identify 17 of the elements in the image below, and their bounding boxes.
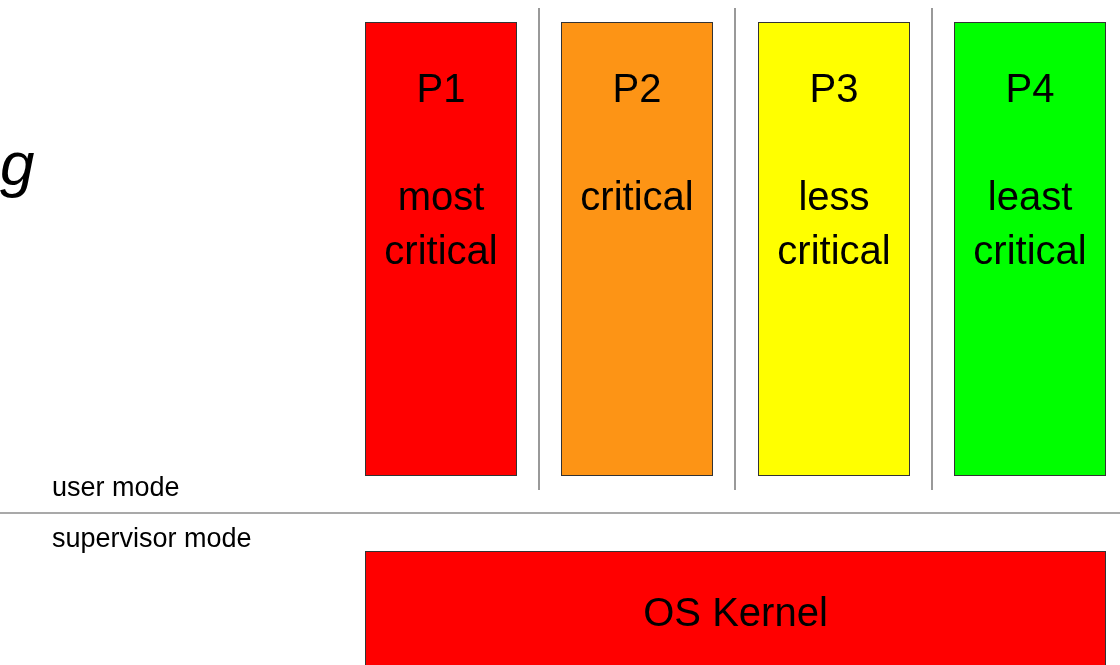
- kernel-box: [365, 551, 1106, 665]
- process-box: [758, 22, 910, 476]
- criticality-label: critical: [579, 173, 695, 220]
- heading-fragment: g: [0, 128, 35, 199]
- process-box: [365, 22, 517, 476]
- criticality-label: less critical: [776, 173, 892, 274]
- process-box: [561, 22, 713, 476]
- process-title: P2: [611, 65, 663, 112]
- criticality-label: most critical: [383, 173, 499, 274]
- mode-label: supervisor mode: [52, 523, 252, 554]
- process-title: P1: [415, 65, 467, 112]
- kernel-label: OS Kernel: [642, 589, 829, 636]
- mode-label: user mode: [52, 472, 180, 503]
- process-title: P3: [808, 65, 860, 112]
- criticality-label: least critical: [972, 173, 1088, 274]
- process-box: [954, 22, 1106, 476]
- process-title: P4: [1004, 65, 1056, 112]
